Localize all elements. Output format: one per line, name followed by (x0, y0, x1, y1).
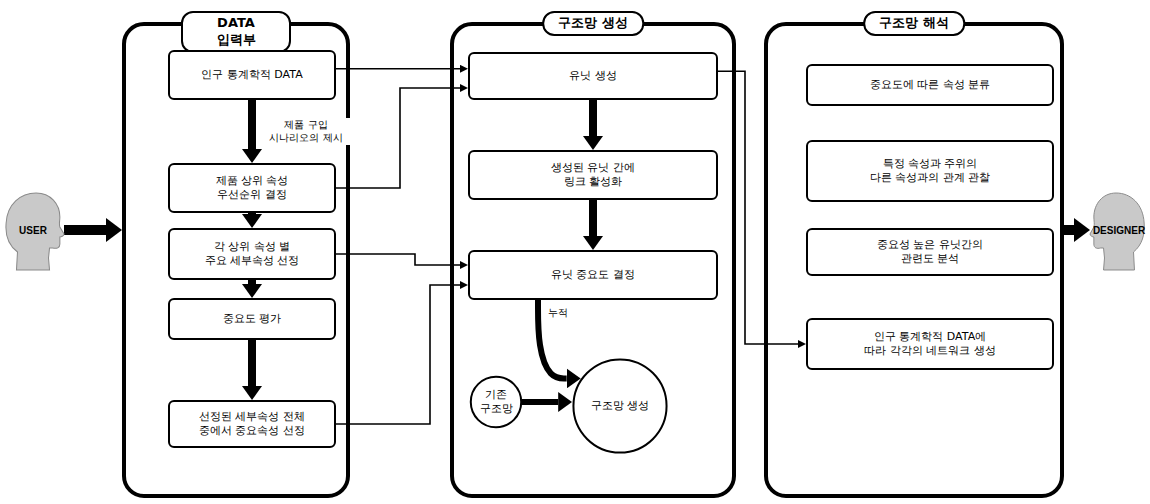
box-label: 중요도에 따른 속성 분류 (870, 78, 991, 92)
flow-arrow (248, 340, 256, 386)
box-label: 중요도 평가 (223, 312, 282, 326)
flow-arrow (718, 71, 798, 344)
process-box: 인구 통계학적 DATA에 따라 각각의 네트워크 생성 (806, 318, 1054, 370)
process-box: 유닛 생성 (468, 52, 718, 100)
panel-title: DATA 입력부 (197, 15, 275, 49)
person-head: DESIGNER (1090, 190, 1148, 270)
box-label: 인구 통계학적 DATA (201, 68, 302, 82)
process-box: 유닛 중요도 결정 (468, 250, 718, 300)
process-box: 특정 속성과 주위의 다른 속성과의 관계 관찰 (806, 140, 1054, 202)
box-label: 선정된 세부속성 전체 중에서 중요속성 선정 (177, 410, 327, 439)
circle-outline (573, 359, 666, 452)
arrow-label: 누적 (546, 306, 570, 321)
person-head: USER (2, 190, 64, 270)
box-label: 유닛 중요도 결정 (551, 268, 635, 282)
stage-panel: 구조망 해석중요도에 따른 속성 분류특정 속성과 주위의 다른 속성과의 관계… (764, 22, 1064, 498)
flow-arrow (336, 285, 460, 424)
box-label: 중요성 높은 유닛간의 관련도 분석 (865, 238, 995, 267)
box-label: 기존 구조망 (476, 388, 516, 417)
box-label: 인구 통계학적 DATA에 따라 각각의 네트워크 생성 (855, 330, 1005, 359)
panel-tab: DATA 입력부 (181, 11, 291, 53)
box-label: 각 상위 속성 별 주요 세부속성 선정 (187, 240, 317, 269)
flow-arrow (589, 100, 597, 136)
circle-outline (471, 377, 521, 427)
flow-arrow (589, 200, 597, 236)
flow-arrow (336, 254, 460, 265)
network-circle: 구조망 생성 (572, 358, 668, 454)
process-box: 각 상위 속성 별 주요 세부속성 선정 (168, 228, 336, 280)
flow-arrow (248, 100, 256, 149)
flow-arrow (248, 280, 256, 284)
flow-arrow (336, 88, 460, 188)
panel-tab: 구조망 생성 (542, 11, 644, 36)
flow-arrow (64, 225, 106, 235)
person-label: USER (19, 224, 47, 237)
process-box: 생성된 유닛 간에 링크 활성화 (468, 150, 718, 200)
head-silhouette (6, 193, 64, 270)
stage-panel: DATA 입력부인구 통계학적 DATA제품 상위 속성 우선순위 결정각 상위… (122, 22, 350, 498)
panel-title: 구조망 해석 (879, 15, 949, 32)
process-box: 제품 상위 속성 우선순위 결정 (168, 163, 336, 213)
process-box: 중요성 높은 유닛간의 관련도 분석 (806, 228, 1054, 276)
flow-arrow (248, 213, 256, 214)
panel-title: 구조망 생성 (558, 15, 628, 32)
process-box: 중요도에 따른 속성 분류 (806, 64, 1054, 106)
flow-arrow (336, 68, 460, 70)
box-label: 제품 상위 속성 우선순위 결정 (197, 174, 307, 203)
box-label: 생성된 유닛 간에 링크 활성화 (523, 161, 663, 190)
head-silhouette (1090, 193, 1144, 270)
network-circle: 기존 구조망 (470, 376, 522, 428)
stage-panel: 구조망 생성 유닛 생성생성된 유닛 간에 링크 활성화유닛 중요도 결정기존 구… (450, 22, 736, 498)
process-box: 중요도 평가 (168, 298, 336, 340)
process-box: 선정된 세부속성 전체 중에서 중요속성 선정 (168, 400, 336, 448)
box-label: 특정 속성과 주위의 다른 속성과의 관계 관찰 (860, 157, 1000, 186)
box-label: 유닛 생성 (569, 69, 617, 83)
panel-tab: 구조망 해석 (863, 11, 965, 36)
process-box: 인구 통계학적 DATA (168, 50, 336, 100)
flow-arrow (1064, 225, 1074, 235)
flow-arrow (522, 399, 558, 405)
box-label: 구조망 생성 (591, 399, 650, 413)
person-label: DESIGNER (1093, 224, 1145, 237)
arrow-label: 제품 구입 시나리오의 제시 (262, 118, 350, 145)
